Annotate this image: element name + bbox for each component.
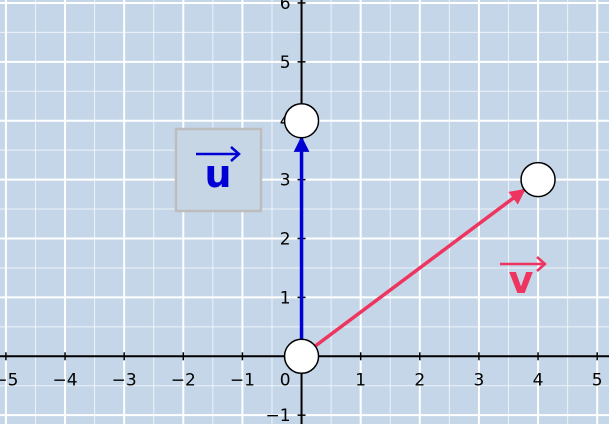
x-tick-label: 4 (533, 370, 544, 390)
vector-u-label[interactable]: u (174, 127, 263, 213)
y-tick-label: −1 (265, 406, 290, 424)
vector-u-label-box[interactable] (174, 127, 263, 213)
vector-u-label-text: u (204, 152, 231, 196)
handles[interactable] (283, 102, 556, 375)
vector-u-arrow-icon (196, 146, 241, 162)
y-tick-label: 1 (280, 288, 291, 308)
vectors (293, 136, 526, 358)
vector-u-head-handle[interactable] (283, 102, 320, 139)
vector-v-label[interactable]: v (500, 256, 547, 302)
x-tick-label: 5 (592, 370, 603, 390)
vector-v-arrow-icon (500, 256, 547, 272)
y-tick-label: 6 (280, 0, 291, 14)
vector-v-label-text: v (509, 258, 534, 302)
x-tick-label: −4 (53, 370, 78, 390)
origin-handle[interactable] (283, 338, 320, 375)
vector-v-head-handle[interactable] (520, 161, 556, 198)
x-tick-label: −3 (112, 370, 137, 390)
y-tick-label: 2 (280, 230, 291, 250)
y-tick-label: 3 (280, 171, 291, 191)
x-tick-label: 1 (355, 370, 366, 390)
x-tick-label: 2 (414, 370, 425, 390)
x-tick-label: 3 (474, 370, 485, 390)
x-tick-label: −1 (230, 370, 255, 390)
origin-label: 0 (280, 370, 291, 390)
y-tick-label: 5 (280, 53, 291, 73)
x-tick-label: −2 (171, 370, 196, 390)
vector-v (300, 188, 526, 358)
x-tick-label: −5 (0, 370, 18, 390)
